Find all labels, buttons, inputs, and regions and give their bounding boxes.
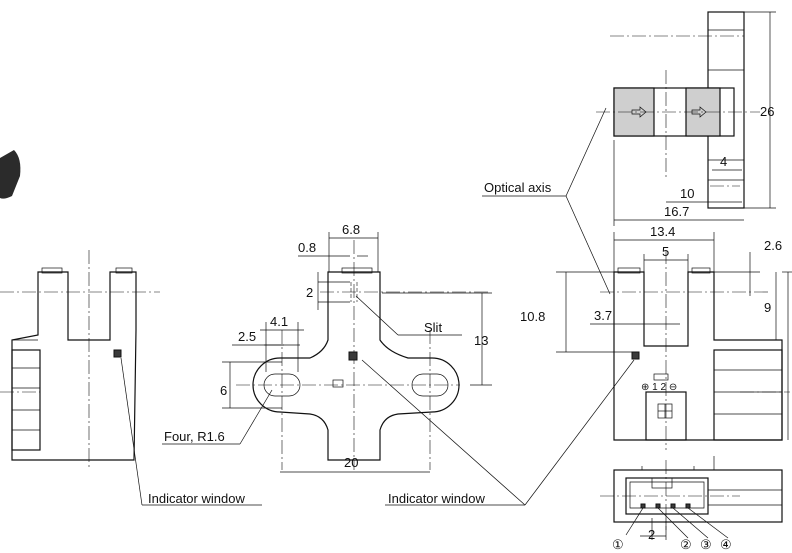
dim-2-5: 2.5 <box>238 329 256 344</box>
dim-5: 5 <box>662 244 669 259</box>
dim-4: 4 <box>720 154 727 169</box>
right-side-view: ⊕ 1 2 ⊖ 13.4 5 2.6 9 10.8 3.7 <box>520 224 792 450</box>
top-view: 26 4 10 16.7 Optical axis <box>482 11 776 295</box>
dim-9: 9 <box>764 300 771 315</box>
optical-axis-label: Optical axis <box>484 180 552 195</box>
dim-2-6: 2.6 <box>764 238 782 253</box>
bottom-view: 2 ① ② ③ ④ <box>600 456 783 552</box>
slit-label: Slit <box>424 320 442 335</box>
dim-2-front: 2 <box>306 285 313 300</box>
dim-13: 13 <box>474 333 488 348</box>
pin-4: ④ <box>720 537 732 552</box>
dim-26: 26 <box>760 104 774 119</box>
dim-20: 20 <box>344 455 358 470</box>
dim-6-8: 6.8 <box>342 222 360 237</box>
indicator-window-label-left: Indicator window <box>148 491 245 506</box>
pin-1: ① <box>612 537 624 552</box>
four-r16-label: Four, R1.6 <box>164 429 225 444</box>
front-view: 6.8 0.8 2 13 Slit 4.1 2.5 6 20 <box>162 222 635 506</box>
dim-3-7: 3.7 <box>594 308 612 323</box>
dim-4-1: 4.1 <box>270 314 288 329</box>
dim-10: 10 <box>680 186 694 201</box>
pin-3: ③ <box>700 537 712 552</box>
terminal-marks: ⊕ 1 2 ⊖ <box>641 382 677 393</box>
dim-10-8: 10.8 <box>520 309 545 324</box>
dim-13-4: 13.4 <box>650 224 675 239</box>
dim-2-pins: 2 <box>648 527 655 542</box>
sensor-photo <box>0 150 21 199</box>
indicator-window-label-center: Indicator window <box>388 491 485 506</box>
dim-16-7: 16.7 <box>664 204 689 219</box>
dim-0-8: 0.8 <box>298 240 316 255</box>
dim-6: 6 <box>220 383 227 398</box>
pin-2: ② <box>680 537 692 552</box>
left-side-view: Indicator window <box>0 250 262 506</box>
